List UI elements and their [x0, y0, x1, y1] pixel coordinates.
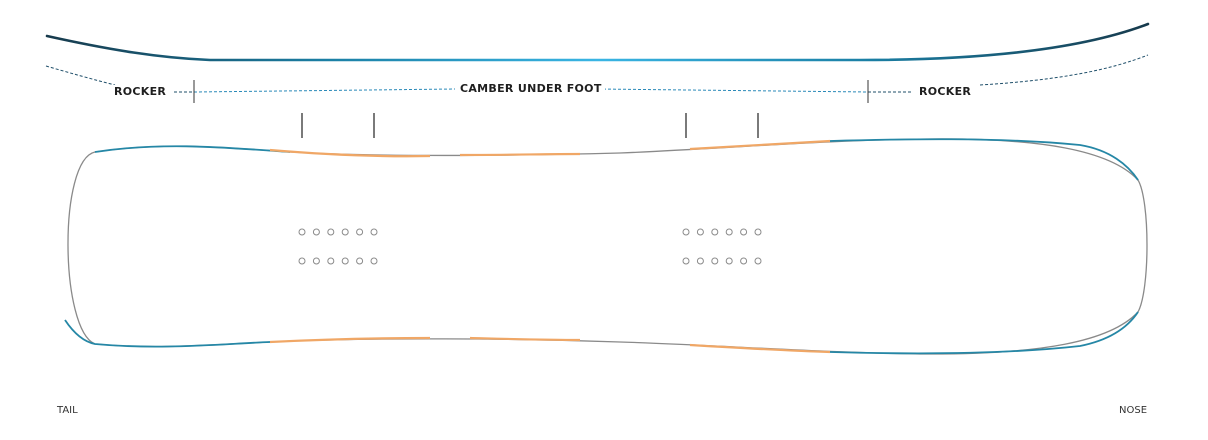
insert-hole — [725, 228, 733, 236]
camber-zone-line-right — [597, 88, 869, 93]
camber-under-foot-label: CAMBER UNDER FOOT — [457, 82, 605, 96]
insert-hole — [711, 257, 719, 265]
insert-hole — [754, 228, 762, 236]
rocker-nose-dashed-line — [979, 54, 1149, 86]
insert-hole — [341, 257, 349, 265]
edge-teal-bottom-tail — [64, 319, 271, 348]
board-outline — [67, 138, 1148, 355]
insert-hole — [298, 257, 306, 265]
edge-orange-bottom-mid — [469, 336, 581, 342]
insert-hole — [312, 228, 320, 236]
insert-hole — [682, 257, 690, 265]
insert-hole — [327, 257, 335, 265]
edge-teal-bottom-nose — [829, 311, 1139, 355]
edge-orange-top-nose — [689, 139, 831, 151]
insert-hole — [370, 228, 378, 236]
nose-label: NOSE — [1119, 405, 1148, 416]
profile-curve — [45, 22, 1150, 62]
edge-orange-top-tail — [269, 148, 431, 158]
camber-zone-line-left — [193, 88, 456, 93]
edge-teal-top-tail — [94, 145, 291, 153]
rocker-tail-label: ROCKER — [111, 85, 170, 99]
tail-label: TAIL — [57, 405, 78, 416]
insert-hole — [370, 257, 378, 265]
insert-hole — [711, 228, 719, 236]
insert-hole — [696, 257, 704, 265]
insert-hole — [341, 228, 349, 236]
insert-hole — [298, 228, 306, 236]
insert-hole — [725, 257, 733, 265]
edge-orange-top-mid — [459, 152, 581, 157]
insert-hole — [682, 228, 690, 236]
rocker-nose-label: ROCKER — [916, 85, 975, 99]
insert-hole — [356, 257, 364, 265]
insert-hole — [740, 257, 748, 265]
binding-inserts — [298, 228, 762, 265]
insert-hole — [312, 257, 320, 265]
insert-hole — [740, 228, 748, 236]
rocker-tail-dashed-line — [45, 65, 116, 86]
edge-teal-top-nose — [829, 138, 1139, 181]
edge-orange-bottom-tail — [269, 336, 431, 344]
edge-orange-bottom-nose — [689, 343, 831, 354]
insert-hole — [696, 228, 704, 236]
insert-hole — [356, 228, 364, 236]
insert-hole — [327, 228, 335, 236]
insert-hole — [754, 257, 762, 265]
